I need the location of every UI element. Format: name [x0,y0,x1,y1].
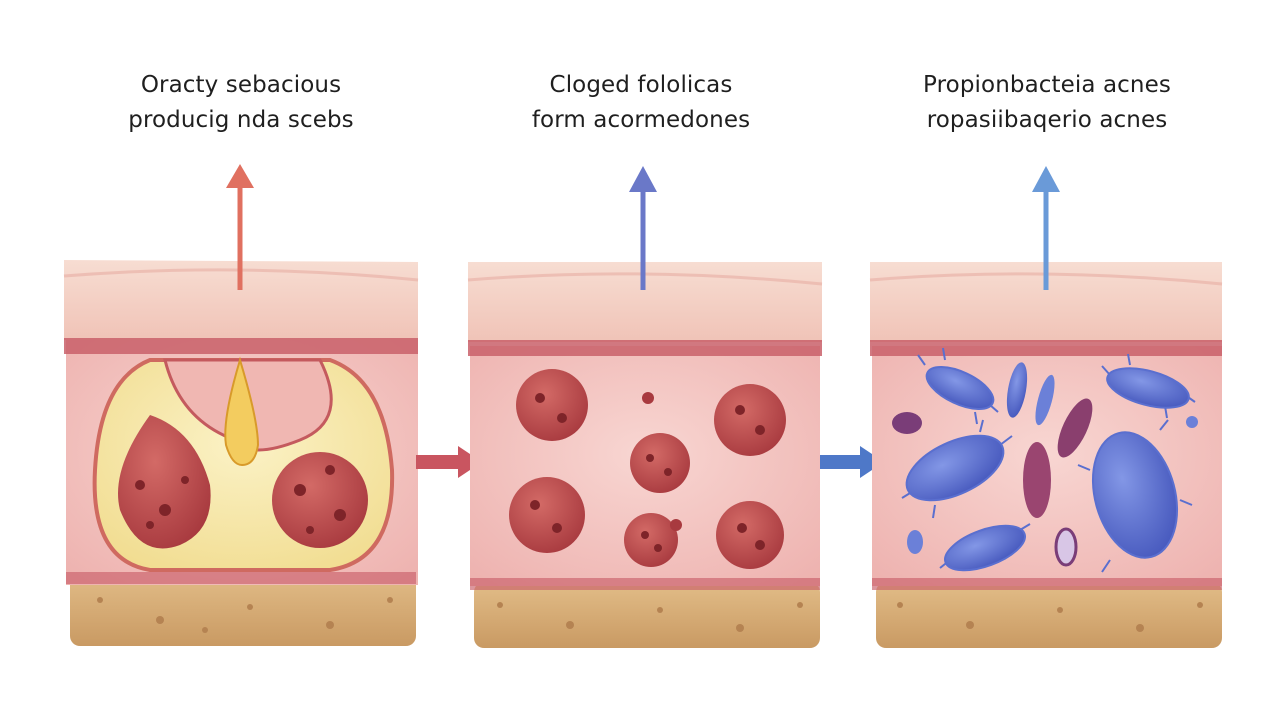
bacterium-dark [1023,442,1051,518]
panel-3-caption-line-1: Propionbacteia acnes [923,72,1171,98]
panel-1-caption-line-1: Oracty sebacious [140,72,342,98]
bacterium [1101,353,1196,419]
panel-2-caption-line-2: form acormedones [531,107,751,133]
panel-3-up-arrow-head [1032,166,1060,192]
bacterium [939,523,1031,572]
bacterium-dark [1057,398,1093,458]
comedone-left [118,415,211,549]
bacteria-group [892,347,1198,573]
panel-1-caption-line-2: producig nda scebs [128,107,354,133]
small-dot [670,519,682,531]
panel-2-caption: Cloged fololicas form acormedones [461,68,821,138]
panel-1-caption: Oracty sebacious producig nda scebs [61,68,421,138]
bacterium [901,419,1013,519]
panel-3-caption-line-2: ropasiibaqerio acnes [926,107,1168,133]
panel-1 [63,164,419,646]
panel-2-up-arrow-head [629,166,657,192]
bacterium [1077,419,1193,573]
panel-3-caption: Propionbacteia acnes ropasiibaqerio acne… [867,68,1227,138]
comedone [509,477,585,553]
panel-2-caption-line-1: Cloged fololicas [549,72,733,98]
comedone [516,369,588,441]
bacterium [1006,362,1028,418]
bacterium [1035,374,1055,426]
panel-3 [869,166,1223,648]
bacterium-dark [892,412,922,434]
panel-1-up-arrow-head [226,164,254,188]
comedone [630,433,690,493]
bacterium-dot [1186,416,1198,428]
comedone [714,384,786,456]
comedone [624,513,678,567]
bacterium-light [1054,527,1078,567]
small-dot [642,392,654,404]
bacterium [917,347,999,425]
comedone [716,501,784,569]
comedones-group [509,369,786,569]
bacterium-dot [907,530,923,554]
comedone-right [272,452,368,548]
panel-2 [467,166,823,648]
